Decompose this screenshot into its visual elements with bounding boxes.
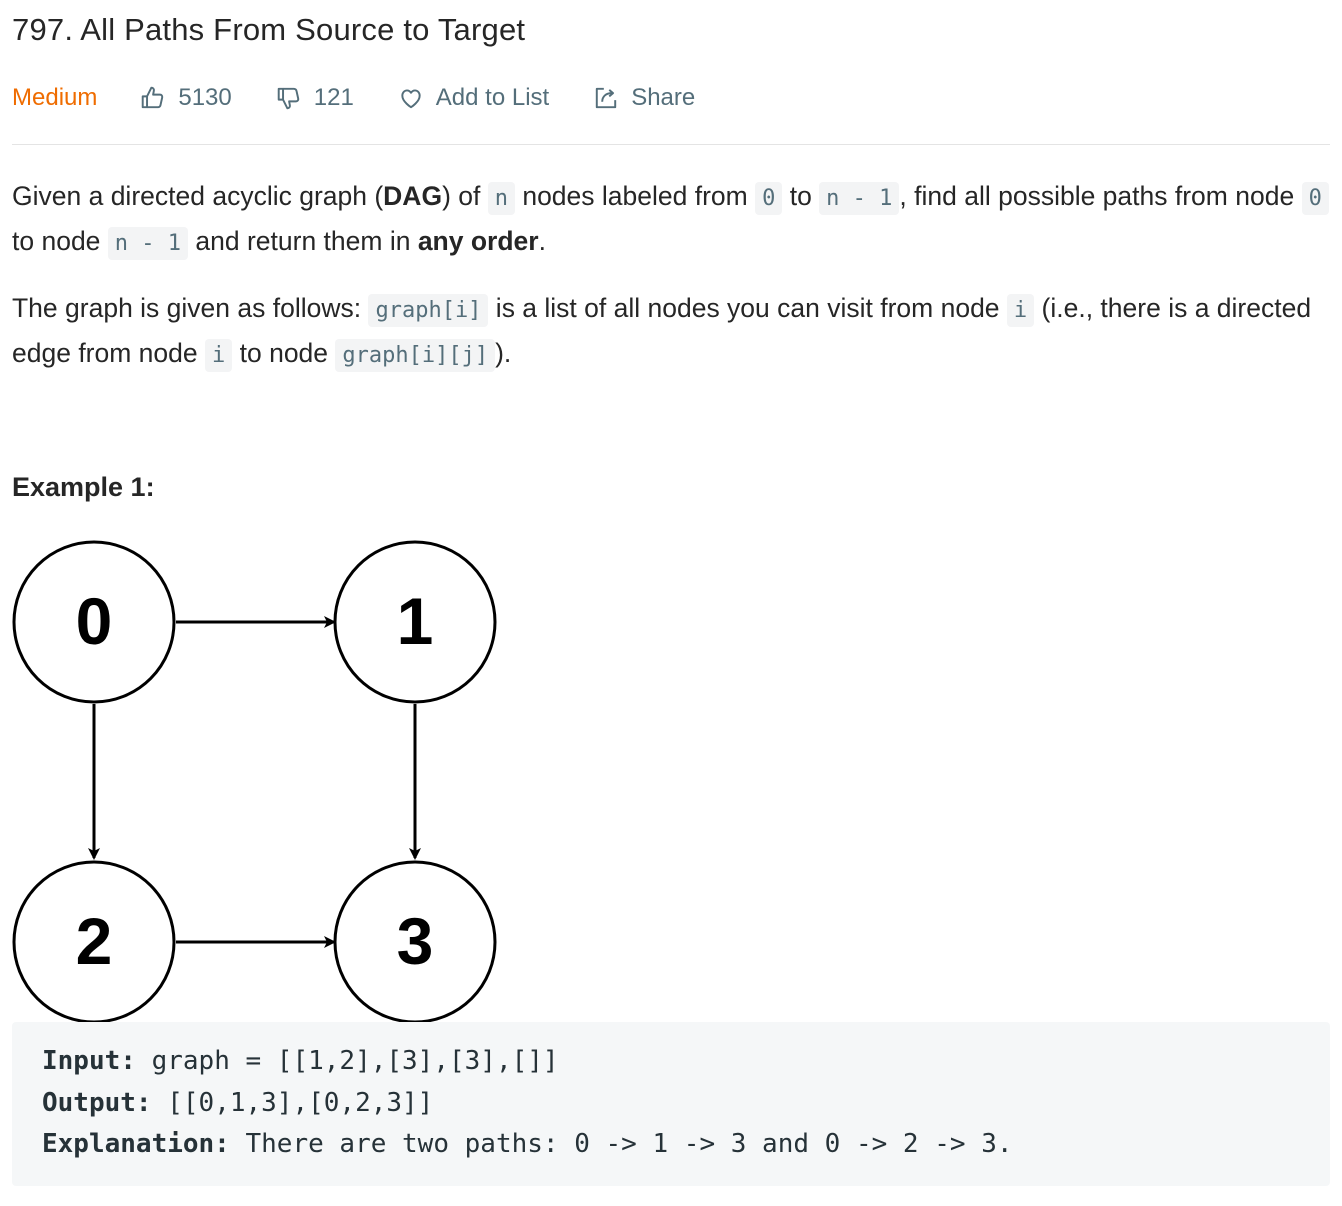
problem-meta-bar: Medium 5130 121 Add to List Share xyxy=(12,80,739,116)
text: ). xyxy=(495,338,512,368)
example-output-line: Output: [[0,1,3],[0,2,3]] xyxy=(42,1088,433,1118)
inline-code: i xyxy=(205,339,233,372)
description-paragraph-1: Given a directed acyclic graph (DAG) of … xyxy=(12,175,1330,265)
explanation-value: There are two paths: 0 -> 1 -> 3 and 0 -… xyxy=(229,1129,1013,1159)
add-to-list-label: Add to List xyxy=(435,84,550,111)
text: nodes labeled from xyxy=(514,181,756,211)
bold-text: DAG xyxy=(383,181,443,211)
example-graph-diagram: 0 1 2 3 xyxy=(12,540,497,1024)
node-label: 2 xyxy=(76,904,113,978)
text: is a list of all nodes you can visit fro… xyxy=(488,293,1007,323)
heart-icon xyxy=(401,89,421,109)
node-label: 0 xyxy=(76,584,113,658)
text: to xyxy=(782,181,820,211)
header-divider xyxy=(12,144,1330,145)
text: (i.e., there is a directed edge from nod… xyxy=(12,293,1312,368)
example-explanation-line: Explanation: There are two paths: 0 -> 1… xyxy=(42,1129,1013,1159)
text: to node xyxy=(12,226,108,256)
text: Given a directed acyclic graph ( xyxy=(12,181,384,211)
description-paragraph-2: The graph is given as follows: graph[i] … xyxy=(12,287,1330,377)
node-label: 3 xyxy=(397,904,434,978)
share-label: Share xyxy=(631,84,696,111)
text: and return them in xyxy=(188,226,418,256)
text: ) of xyxy=(442,181,488,211)
inline-code: n - 1 xyxy=(107,227,189,260)
example-heading: Example 1: xyxy=(12,472,155,502)
inline-code: n xyxy=(487,182,515,215)
difficulty-label: Medium xyxy=(12,84,98,111)
input-label: Input: xyxy=(42,1046,136,1076)
thumbs-up-icon xyxy=(142,86,164,109)
inline-code: n - 1 xyxy=(819,182,900,215)
text: The graph is given as follows: xyxy=(12,293,369,323)
text: . xyxy=(538,226,546,256)
inline-code: graph[i] xyxy=(368,294,489,327)
input-value: graph = [[1,2],[3],[3],[]] xyxy=(135,1046,559,1076)
thumbs-down-icon xyxy=(277,87,299,110)
share-button[interactable]: Share xyxy=(593,84,695,112)
output-label: Output: xyxy=(42,1088,152,1118)
graph-node-2: 2 xyxy=(12,860,176,1024)
text: to node xyxy=(232,338,336,368)
text: , find all possible paths from node xyxy=(899,181,1302,211)
node-label: 1 xyxy=(397,584,434,658)
add-to-list-button[interactable]: Add to List xyxy=(398,84,549,112)
graph-node-1: 1 xyxy=(333,540,497,704)
output-value: [[0,1,3],[0,2,3]] xyxy=(151,1088,434,1118)
dislike-button[interactable]: 121 xyxy=(276,84,354,112)
explanation-label: Explanation: xyxy=(42,1129,230,1159)
dislike-count: 121 xyxy=(313,84,354,111)
like-button[interactable]: 5130 xyxy=(140,84,232,112)
example-code-block: Input: graph = [[1,2],[3],[3],[]] Output… xyxy=(12,1022,1330,1186)
inline-code: 0 xyxy=(1301,182,1329,215)
share-icon xyxy=(596,87,617,109)
inline-code: i xyxy=(1006,294,1035,327)
inline-code: 0 xyxy=(755,182,783,215)
example-input-line: Input: graph = [[1,2],[3],[3],[]] xyxy=(42,1046,559,1076)
inline-code: graph[i][j] xyxy=(335,339,496,372)
like-count: 5130 xyxy=(178,84,232,111)
bold-text: any order xyxy=(417,226,539,256)
graph-node-0: 0 xyxy=(12,540,176,704)
problem-title: 797. All Paths From Source to Target xyxy=(12,12,526,47)
graph-node-3: 3 xyxy=(333,860,497,1024)
